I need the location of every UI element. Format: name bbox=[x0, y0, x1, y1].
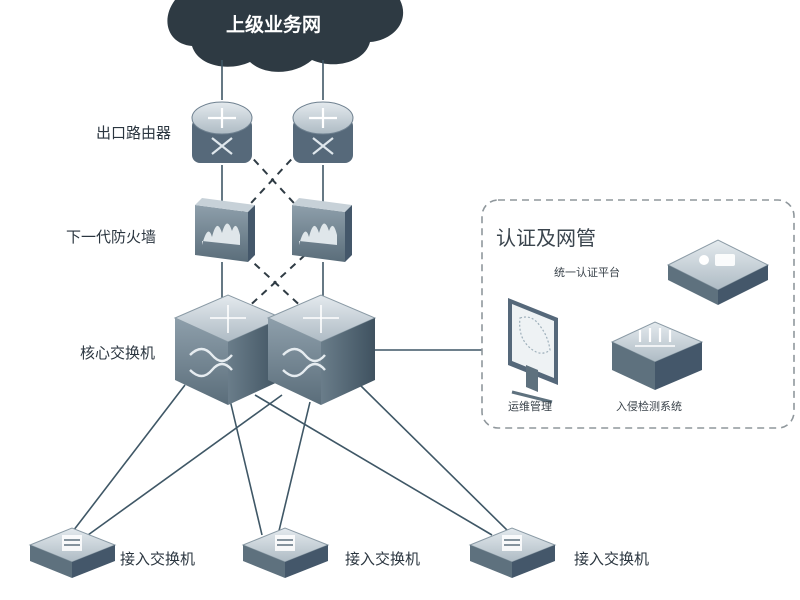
auth-management-panel bbox=[481, 199, 795, 429]
access-switch-label-3: 接入交换机 bbox=[574, 550, 650, 568]
core-right-access-3-link bbox=[359, 384, 513, 536]
core-left-access-3-link bbox=[254, 394, 493, 536]
core-switch-right-icon bbox=[266, 294, 377, 405]
panel-title: 认证及网管 bbox=[496, 226, 596, 250]
core-switch-left-icon bbox=[173, 294, 284, 405]
ops-management-label: 运维管理 bbox=[508, 400, 552, 413]
access-switch-label-1: 接入交换机 bbox=[120, 550, 196, 568]
ops-management-monitor-icon bbox=[508, 298, 558, 404]
cross-links-dashed bbox=[239, 149, 306, 311]
connection-lines bbox=[69, 60, 513, 536]
router-left-icon bbox=[191, 101, 253, 163]
cross-link-firewall-core-b bbox=[244, 254, 306, 311]
core-right-access-2-link bbox=[277, 401, 311, 536]
firewall-label: 下一代防火墙 bbox=[66, 228, 157, 246]
intrusion-detection-label: 入侵检测系统 bbox=[616, 400, 682, 413]
access-switch-3-icon bbox=[468, 527, 557, 578]
firewall-right-icon bbox=[292, 198, 352, 262]
core-left-access-2-link bbox=[229, 399, 263, 536]
firewall-left-icon bbox=[195, 198, 255, 262]
router-right-icon bbox=[292, 101, 354, 163]
core-switch-label: 核心交换机 bbox=[80, 344, 156, 362]
core-right-access-1-link bbox=[87, 394, 283, 536]
router-label: 出口路由器 bbox=[96, 124, 172, 142]
core-left-access-1-link bbox=[69, 384, 186, 536]
cloud-icon bbox=[167, 0, 404, 72]
access-switch-2-icon bbox=[241, 527, 330, 578]
intrusion-detection-icon bbox=[610, 321, 704, 390]
auth-platform-icon bbox=[666, 239, 770, 305]
cross-link-router-firewall-a bbox=[244, 149, 306, 216]
access-switch-1-icon bbox=[28, 527, 117, 578]
auth-platform-label: 统一认证平台 bbox=[554, 266, 620, 279]
cross-link-router-firewall-b bbox=[239, 149, 301, 216]
access-switch-label-2: 接入交换机 bbox=[345, 550, 421, 568]
cloud-label: 上级业务网 bbox=[226, 14, 322, 36]
